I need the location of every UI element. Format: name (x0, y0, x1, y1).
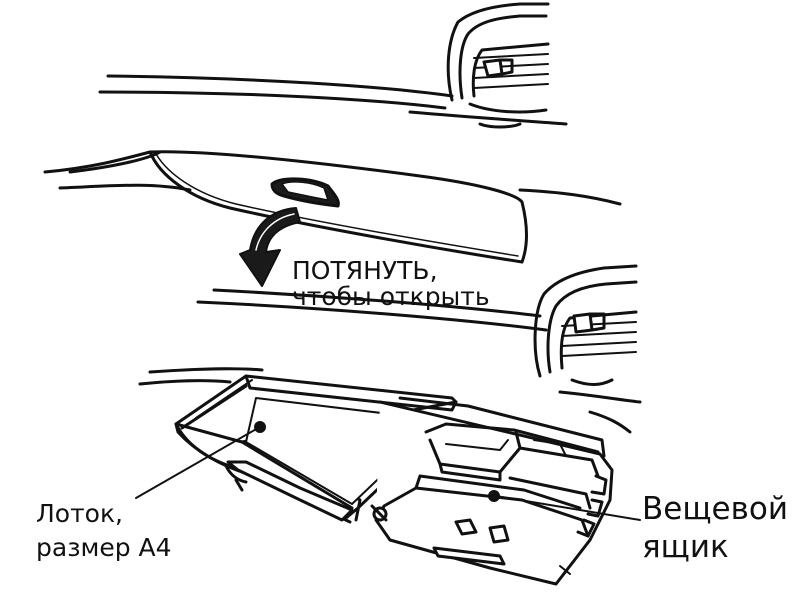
pull-label-line2: чтобы открыть (292, 282, 490, 312)
glovebox-label-line2: ящик (642, 528, 729, 565)
glovebox-leader-line (495, 495, 641, 521)
glovebox-tray (174, 374, 458, 524)
air-vent-bottom (533, 264, 638, 386)
pull-label-line1: ПОТЯНУТЬ, (292, 256, 438, 285)
glovebox-door-closed (148, 150, 528, 264)
tray-label-line1: Лоток, (36, 499, 123, 528)
tray-a4-label: Лоток, размер А4 (36, 497, 172, 565)
dashboard-bottom (138, 288, 642, 434)
air-vent-top (446, 2, 550, 129)
leader-lines (135, 421, 641, 521)
tray-leader-line (135, 427, 259, 499)
pull-to-open-label: ПОТЯНУТЬ, чтобы открыть (292, 256, 490, 312)
tray-label-line2: размер А4 (36, 532, 172, 562)
dashboard-top (43, 74, 622, 206)
tray-leader-dot (254, 421, 266, 433)
glovebox-label: Вещевой ящик (642, 491, 788, 567)
glovebox-label-line1: Вещевой (642, 491, 788, 527)
pull-arrow (239, 207, 301, 287)
glovebox-leader-dot (488, 490, 500, 502)
